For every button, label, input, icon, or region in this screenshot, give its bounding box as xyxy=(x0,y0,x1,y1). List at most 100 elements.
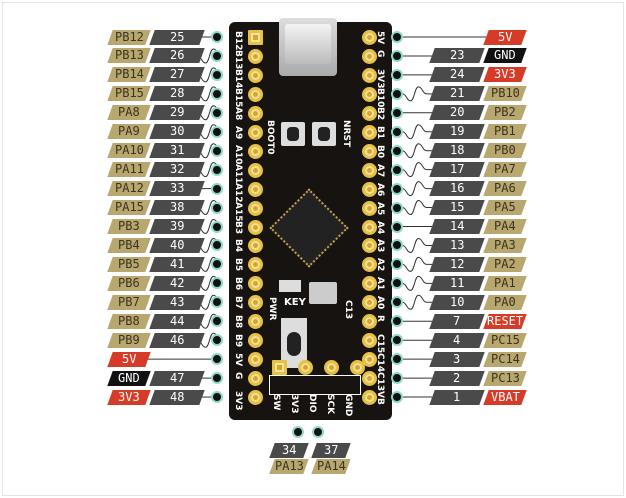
pin-number-tag-text: 3 xyxy=(453,351,461,366)
pin-name-tag-text: PA2 xyxy=(494,256,516,271)
pin-number-tag: 34 xyxy=(269,443,309,458)
pin-name-tag-text: PB12 xyxy=(114,29,144,44)
pin-number-tag-text: 16 xyxy=(449,181,465,196)
header-pin xyxy=(248,48,263,64)
pin-dot xyxy=(391,68,403,81)
swd-header-pin xyxy=(324,360,339,375)
pin-dot xyxy=(391,353,403,366)
pin-name-tag-text: 3V3 xyxy=(494,67,516,82)
wire xyxy=(397,86,432,102)
board-pin-label: B8 xyxy=(233,315,243,329)
board-pin-label: B9 xyxy=(233,334,243,348)
pin-number-tag-text: 17 xyxy=(449,162,465,177)
wire xyxy=(397,162,432,178)
pin-number-tag-text: 30 xyxy=(169,124,185,139)
pin-number-tag-text: 24 xyxy=(449,67,465,82)
pin-name-tag-text: PB10 xyxy=(490,86,520,101)
header-pin xyxy=(362,30,377,45)
pin-dot xyxy=(211,334,223,347)
pin-name-tag-text: GND xyxy=(494,48,516,63)
board-pin-label: A4 xyxy=(375,220,385,234)
swd-label: 3V3 xyxy=(289,394,299,414)
pin-name-tag: PA14 xyxy=(311,459,351,474)
header-pin xyxy=(362,333,377,349)
pin-dot xyxy=(211,391,223,404)
board-pin-label: 3V3 xyxy=(375,68,385,89)
pin-number-tag: 39 xyxy=(149,219,205,234)
pin-name-tag: PB5 xyxy=(107,256,151,272)
pin-name-tag-text: 3V3 xyxy=(118,389,140,404)
pin-number-tag-text: 41 xyxy=(169,256,185,271)
board-pin-label: B0 xyxy=(375,144,385,158)
nrst-label: NRST xyxy=(341,120,351,148)
pin-name-tag: PA11 xyxy=(107,162,151,178)
pin-name-tag-text: PB0 xyxy=(494,143,516,158)
pin-name-tag-text: PA4 xyxy=(494,219,516,233)
pin-number-tag: 4 xyxy=(429,332,485,348)
pin-number-tag-text: 29 xyxy=(169,105,185,120)
pin-number-tag: 25 xyxy=(149,29,205,45)
pin-name-tag: PB15 xyxy=(107,86,151,102)
board-pin-label: A10 xyxy=(233,144,243,165)
pin-name-tag: PB8 xyxy=(107,313,151,329)
header-pin xyxy=(248,257,263,273)
pin-number-tag: 38 xyxy=(149,200,205,216)
board-pin-label: C14 xyxy=(375,353,385,373)
pin-name-tag: PB13 xyxy=(107,48,151,64)
pin-name-tag-text: PB4 xyxy=(118,237,140,252)
pin-dot xyxy=(211,353,223,366)
pin-name-tag: PA6 xyxy=(483,181,527,197)
pin-name-tag-text: PA5 xyxy=(494,200,516,215)
board-pin-label: A2 xyxy=(375,258,385,272)
pin-number-tag: 15 xyxy=(429,200,485,216)
pin-number-tag: 12 xyxy=(429,256,485,272)
header-pin xyxy=(248,162,263,178)
pin-number-tag-text: 13 xyxy=(449,237,465,252)
pin-name-tag-text: RESET xyxy=(486,313,524,328)
board-pin-label: A5 xyxy=(375,201,385,215)
board-pin-label: A8 xyxy=(233,106,243,121)
pin-name-tag: PA0 xyxy=(483,294,527,310)
header-pin xyxy=(362,86,377,102)
pin-number-tag: 1 xyxy=(429,389,485,405)
board-pin-label: A11 xyxy=(233,163,243,184)
pin-name-tag-text: PB9 xyxy=(118,332,140,347)
pin-dot xyxy=(211,315,223,328)
pin-name-tag: PA9 xyxy=(107,124,151,140)
board-pin-label: A3 xyxy=(375,239,385,253)
pin-dot xyxy=(211,125,223,138)
pin-dot xyxy=(391,125,403,138)
pin-name-tag: PA7 xyxy=(483,162,527,178)
pin-name-tag: PB4 xyxy=(107,237,151,253)
header-pin xyxy=(248,238,263,254)
swd-label: GND xyxy=(343,394,353,417)
pin-name-tag-text: PA14 xyxy=(316,459,346,473)
pin-dot xyxy=(391,49,403,62)
header-pin xyxy=(362,143,377,159)
pin-name-tag-text: PA10 xyxy=(114,143,144,158)
pin-dot xyxy=(391,334,403,347)
swd-label: SW xyxy=(271,394,281,411)
pin-number-tag-text: 28 xyxy=(169,86,185,101)
pin-name-tag: 5V xyxy=(483,29,527,45)
pin-number-tag-text: 32 xyxy=(169,162,185,177)
wire xyxy=(397,294,432,310)
header-pin xyxy=(362,390,377,406)
pin-name-tag: PA12 xyxy=(107,181,151,197)
pin-name-tag: PB14 xyxy=(107,67,151,83)
pin-name-tag: PB7 xyxy=(107,294,151,310)
board-pin-label: B10 xyxy=(375,87,385,108)
pin-name-tag: GND xyxy=(483,48,527,64)
pin-number-tag-text: 48 xyxy=(169,389,185,404)
header-pin xyxy=(248,333,263,349)
pin-number-tag-text: 33 xyxy=(169,181,185,196)
header-pin xyxy=(362,105,377,121)
pin-dot xyxy=(391,315,403,328)
wire xyxy=(397,181,432,197)
board-pin-label: B13 xyxy=(233,49,243,70)
pin-number-tag-text: 4 xyxy=(453,332,461,347)
pin-dot xyxy=(211,87,223,100)
wire xyxy=(397,124,432,140)
header-pin xyxy=(362,352,377,368)
pin-number-tag-text: 23 xyxy=(449,48,465,63)
